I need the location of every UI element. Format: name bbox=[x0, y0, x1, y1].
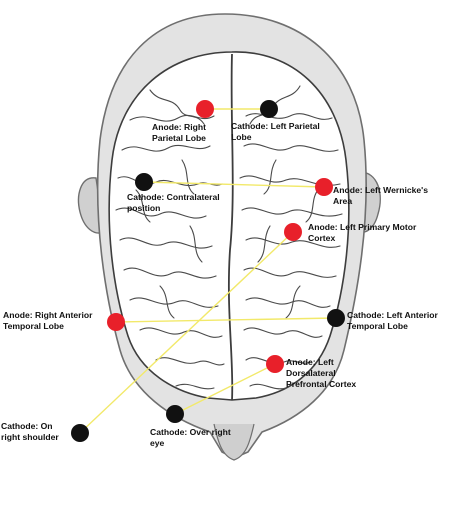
label-line: Temporal Lobe bbox=[3, 321, 64, 331]
connector-cathode-contralateral-to-anode-left-wernicke bbox=[143, 181, 325, 188]
label-line: Anode: Left bbox=[286, 357, 334, 367]
label-line: Lobe bbox=[231, 132, 252, 142]
anode-marker-anode-left-primary-motor bbox=[284, 223, 302, 241]
label-line: eye bbox=[150, 438, 165, 448]
connector-lines bbox=[79, 108, 337, 434]
label-line: Cathode: Left Anterior bbox=[347, 310, 439, 320]
longitudinal-fissure bbox=[227, 53, 234, 401]
head-illustration bbox=[77, 13, 381, 461]
label-line: Prefrontal Cortex bbox=[286, 379, 356, 389]
label-line: Cathode: Left Parietal bbox=[231, 121, 320, 131]
label-line: Area bbox=[333, 196, 352, 206]
label-line: Dorsalateral bbox=[286, 368, 336, 378]
connector-anode-left-primary-motor-to-cathode-right-shoulder bbox=[79, 231, 294, 434]
nose bbox=[213, 423, 255, 461]
label-line: Cathode: Over right bbox=[150, 427, 231, 437]
anode-marker-anode-left-wernicke bbox=[315, 178, 333, 196]
label-line: Cortex bbox=[308, 233, 335, 243]
brain-sulci bbox=[115, 85, 343, 390]
connector-anode-right-anterior-temporal-to-cathode-left-anterior-temporal bbox=[115, 317, 337, 323]
connector-anode-left-dlpfc-to-cathode-over-right-eye bbox=[174, 363, 276, 415]
label-line: Cathode: Contralateral bbox=[127, 192, 220, 202]
anode-marker-anode-left-dlpfc bbox=[266, 355, 284, 373]
electrode-markers bbox=[71, 100, 345, 442]
cathode-marker-cathode-left-anterior-temporal bbox=[327, 309, 345, 327]
cathode-marker-cathode-contralateral bbox=[135, 173, 153, 191]
label-line: right shoulder bbox=[1, 432, 59, 442]
label-line: Anode: Right bbox=[152, 122, 206, 132]
label-line: Anode: Left Primary Motor bbox=[308, 222, 417, 232]
anode-marker-anode-right-parietal bbox=[196, 100, 214, 118]
label-line: Parietal Lobe bbox=[152, 133, 206, 143]
cathode-marker-cathode-over-right-eye bbox=[166, 405, 184, 423]
label-line: position bbox=[127, 203, 160, 213]
label-line: Cathode: On bbox=[1, 421, 53, 431]
label-line: Temporal Lobe bbox=[347, 321, 408, 331]
cathode-marker-cathode-left-parietal bbox=[260, 100, 278, 118]
anode-marker-anode-right-anterior-temporal bbox=[107, 313, 125, 331]
cathode-marker-cathode-right-shoulder bbox=[71, 424, 89, 442]
label-line: Anode: Left Wernicke's bbox=[333, 185, 428, 195]
label-line: Anode: Right Anterior bbox=[3, 310, 93, 320]
